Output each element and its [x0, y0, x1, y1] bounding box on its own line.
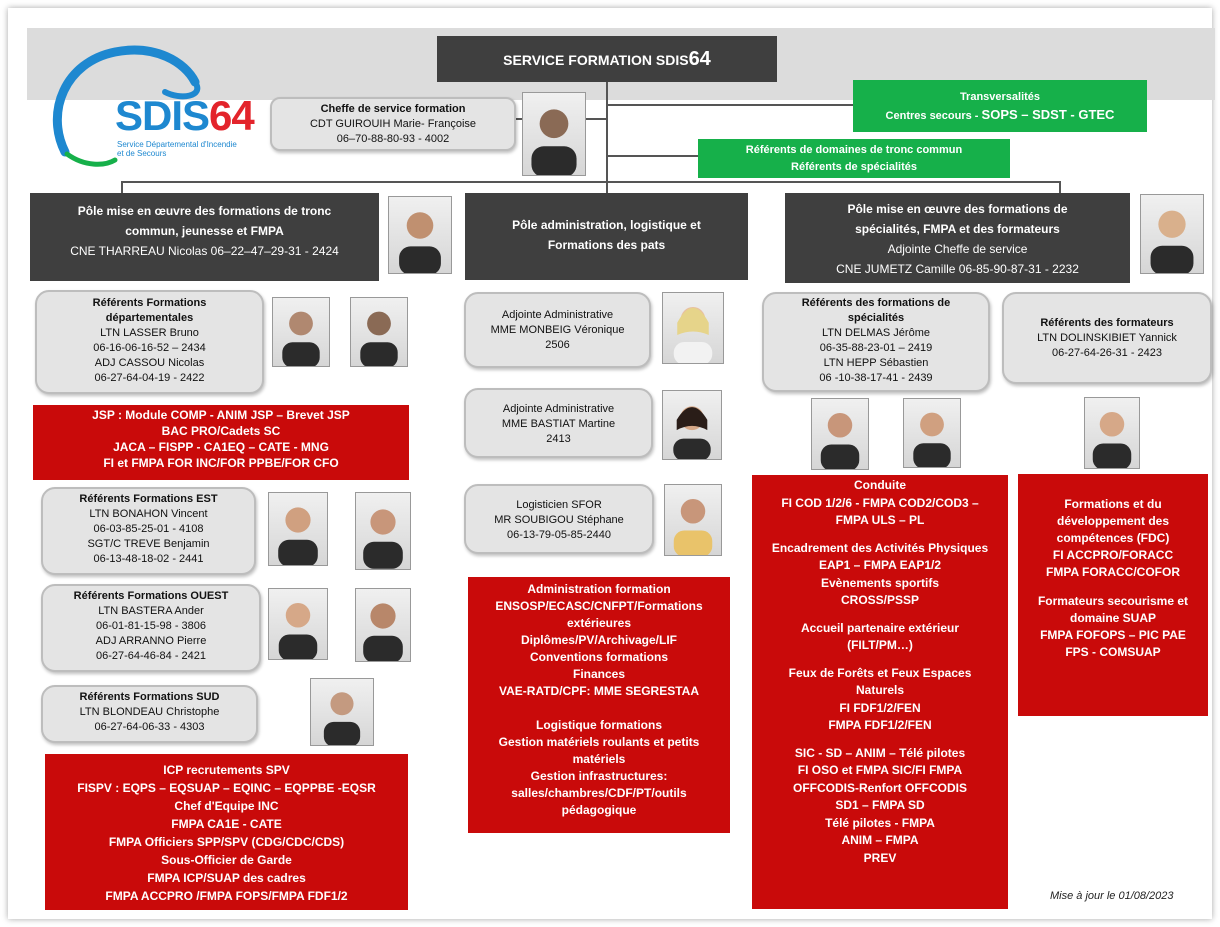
icp-formations-box: ICP recrutements SPV FISPV : EQPS – EQSU…	[45, 754, 408, 910]
connector-line	[121, 181, 123, 194]
administration-logistique-box: Administration formation ENSOSP/ECASC/CN…	[468, 577, 730, 833]
portrait-photo	[268, 588, 328, 660]
pole-administration: Pôle administration, logistique et Forma…	[465, 193, 748, 280]
transversalites-box: Transversalités Centres secours - SOPS –…	[853, 80, 1147, 132]
logo-swoosh-icon	[52, 45, 201, 167]
portrait-photo	[522, 92, 586, 176]
portrait-photo	[662, 390, 722, 460]
portrait-photo	[272, 297, 330, 367]
connector-line	[1059, 181, 1061, 194]
portrait-photo	[811, 398, 869, 470]
portrait-photo	[268, 492, 328, 566]
logo-64: 64	[209, 92, 255, 139]
logo-sdis: SDIS	[115, 92, 210, 139]
jsp-formations-box: JSP : Module COMP - ANIM JSP – Brevet JS…	[33, 405, 409, 480]
pole-specialites: Pôle mise en œuvre des formations de spé…	[785, 193, 1130, 283]
referents-domaines-box: Référents de domaines de tronc commun Ré…	[698, 139, 1010, 178]
portrait-photo	[355, 588, 411, 662]
connector-line	[606, 181, 608, 194]
referents-departementales: Référents Formations départementales LTN…	[35, 290, 264, 394]
portrait-photo	[662, 292, 724, 364]
referents-specialites: Référents des formations de spécialités …	[762, 292, 990, 392]
portrait-photo	[903, 398, 961, 468]
adjointe-monbeig: Adjointe Administrative MME MONBEIG Véro…	[464, 292, 651, 368]
portrait-photo	[388, 196, 452, 274]
page-title: SERVICE FORMATION SDIS64	[437, 36, 777, 82]
portrait-photo	[664, 484, 722, 556]
portrait-photo	[1084, 397, 1140, 469]
portrait-photo	[355, 492, 411, 570]
logisticien-soubigou: Logisticien SFOR MR SOUBIGOU Stéphane 06…	[464, 484, 654, 554]
connector-line	[606, 104, 854, 106]
portrait-photo	[350, 297, 408, 367]
update-note: Mise à jour le 01/08/2023	[1050, 890, 1174, 902]
fdc-formateurs-box: Formations et du développement des compé…	[1018, 474, 1208, 716]
referents-est: Référents Formations EST LTN BONAHON Vin…	[41, 487, 256, 575]
connector-line	[121, 181, 1061, 183]
specialites-formations-box: Conduite FI COD 1/2/6 - FMPA COD2/COD3 –…	[752, 475, 1008, 909]
referents-formateurs: Référents des formateurs LTN DOLINSKIBIE…	[1002, 292, 1212, 384]
adjointe-bastiat: Adjointe Administrative MME BASTIAT Mart…	[464, 388, 653, 458]
referents-ouest: Référents Formations OUEST LTN BASTERA A…	[41, 584, 261, 672]
portrait-photo	[310, 678, 374, 746]
cheffe-box: Cheffe de service formation CDT GUIROUIH…	[270, 97, 516, 151]
pole-tronc-commun: Pôle mise en œuvre des formations de tro…	[30, 193, 379, 281]
connector-line	[606, 82, 608, 182]
connector-line	[606, 155, 698, 157]
logo-text: SDIS64	[115, 92, 255, 140]
referents-sud: Référents Formations SUD LTN BLONDEAU Ch…	[41, 685, 258, 743]
portrait-photo	[1140, 194, 1204, 274]
